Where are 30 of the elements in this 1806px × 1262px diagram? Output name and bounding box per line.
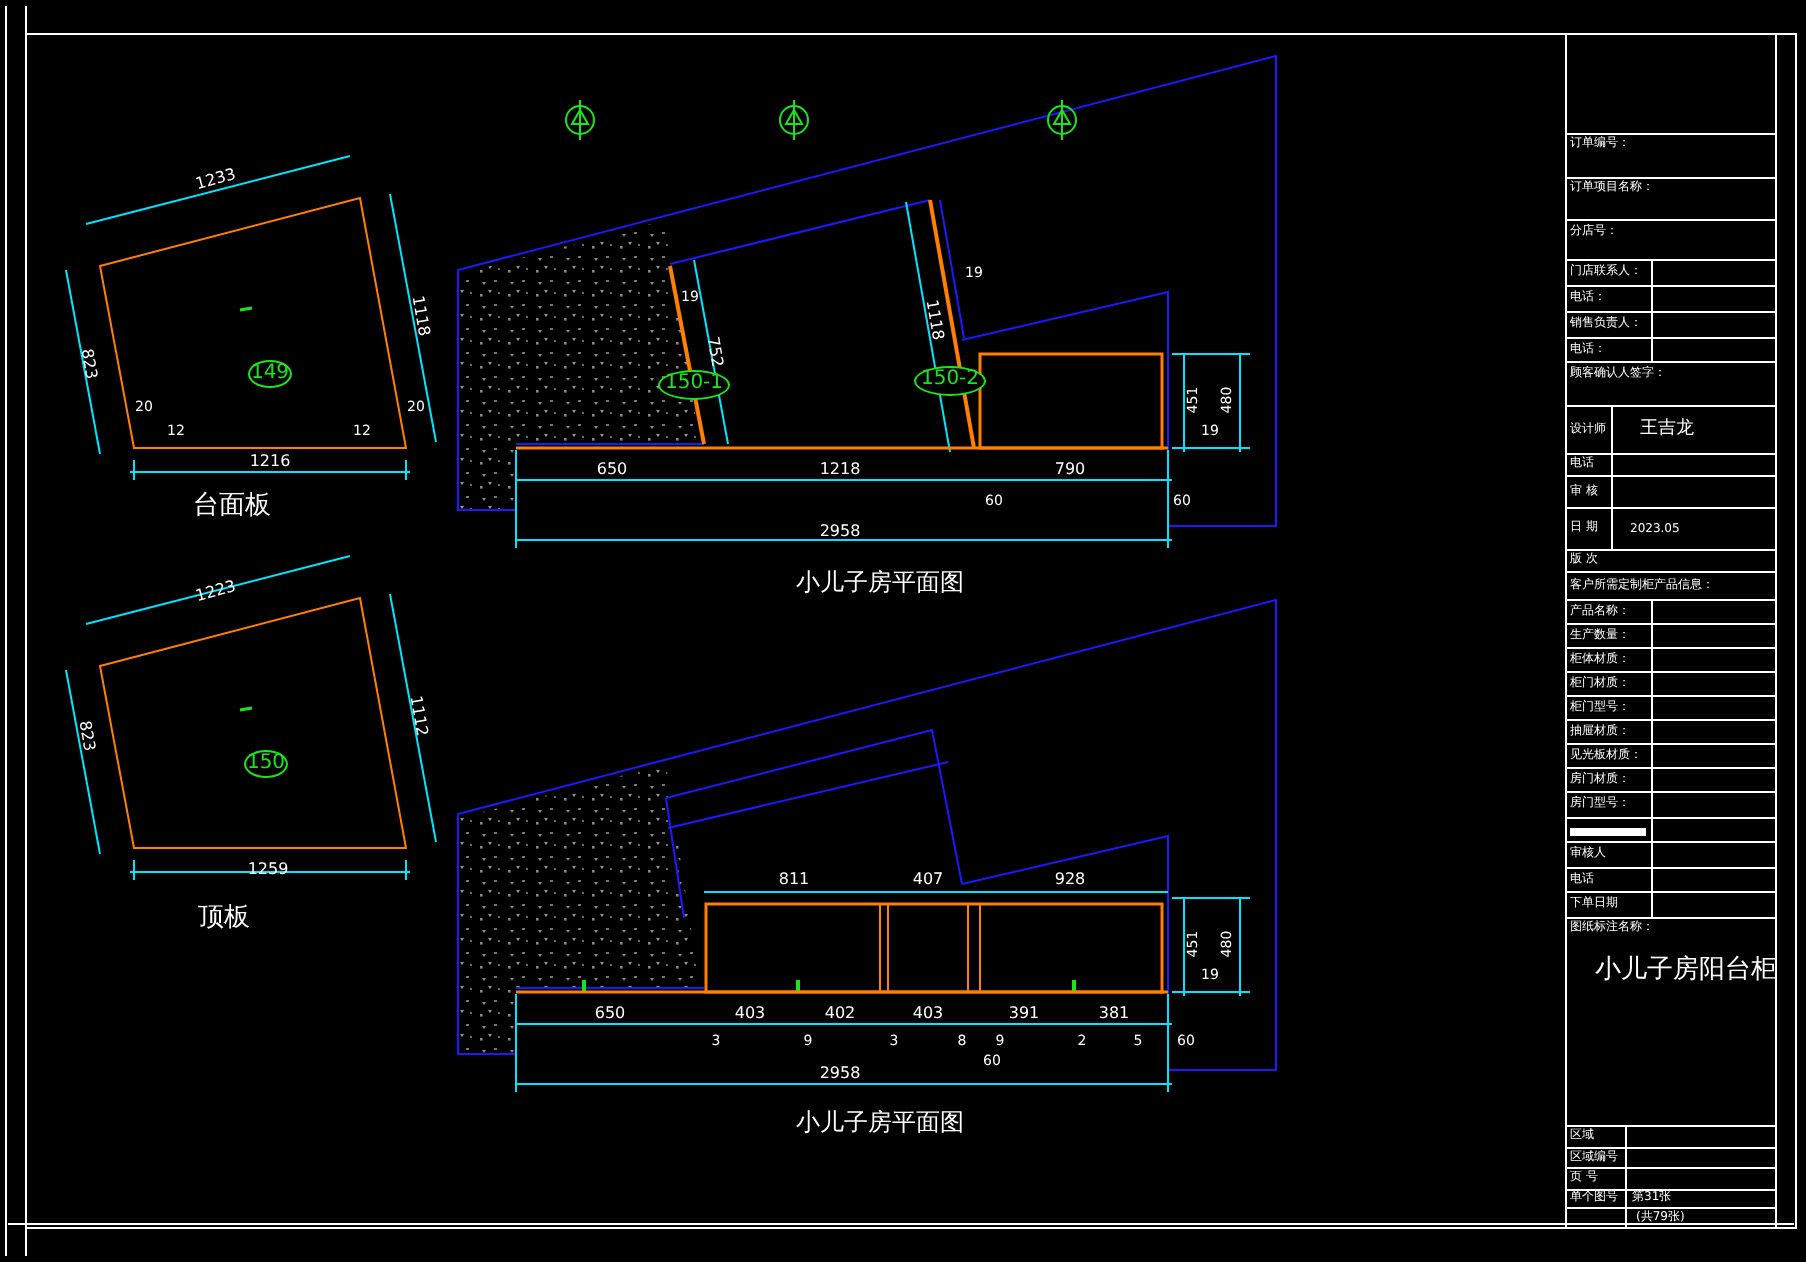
dimension-text: 650 (594, 1006, 626, 1022)
view-title: 台面板 (193, 493, 271, 519)
dimension-text: 391 (1008, 1006, 1040, 1022)
title-block-text: 王吉龙 (1640, 421, 1694, 439)
dimension-text: 752 (703, 335, 725, 369)
dimension-text: 403 (734, 1006, 766, 1022)
dimension-text: 823 (77, 347, 99, 381)
dimension-text: 1112 (406, 694, 430, 738)
view-title: 小儿子房平面图 (796, 570, 964, 594)
dimension-text: 650 (596, 462, 628, 478)
dimension-text: 1118 (922, 298, 946, 342)
dimension-text: 407 (912, 872, 944, 888)
dimension-text: 2958 (819, 1066, 861, 1082)
dimension-text: 1216 (249, 454, 291, 470)
dimension-text: 402 (824, 1006, 856, 1022)
dimension-text: 1118 (408, 294, 432, 338)
dimension-text: 811 (778, 872, 810, 888)
dimension-text: 823 (75, 719, 97, 753)
dimension-text: 1233 (194, 167, 238, 193)
dimension-text: 790 (1054, 462, 1086, 478)
dimension-text: 1223 (194, 579, 238, 605)
view-title: 小儿子房平面图 (796, 1110, 964, 1134)
dimension-text: 1218 (819, 462, 861, 478)
dimension-text: 928 (1054, 872, 1086, 888)
dimension-text: 403 (912, 1006, 944, 1022)
dimension-text: 2958 (819, 524, 861, 540)
view-title: 小儿子房阳台柜 (1595, 957, 1777, 983)
dimension-text: 381 (1098, 1006, 1130, 1022)
tag-ellipse: 150-2 (914, 365, 986, 395)
view-title: 顶板 (198, 905, 250, 931)
